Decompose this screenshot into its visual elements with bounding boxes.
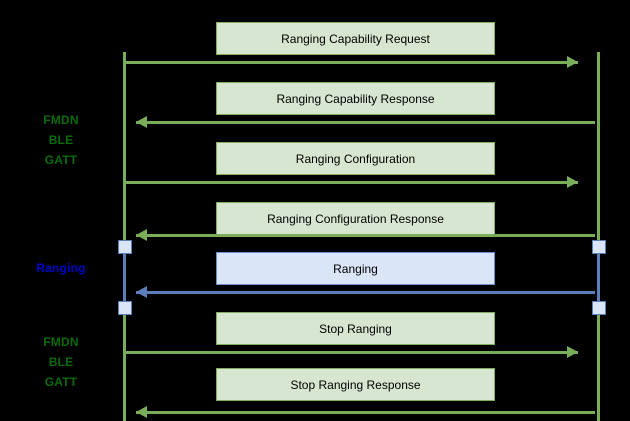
right-lifeline (597, 52, 600, 421)
message-label-ranging-capability-response: Ranging Capability Response (276, 91, 435, 106)
message-box-ranging-configuration: Ranging Configuration (216, 142, 495, 175)
right-activation-bar (597, 240, 600, 315)
arrow-line-stop-ranging (125, 351, 578, 354)
arrow-line-ranging-capability-request (125, 61, 578, 64)
left-lifeline (123, 52, 126, 421)
arrow-head-stop-ranging (567, 346, 578, 358)
arrow-line-ranging-configuration-response (136, 234, 595, 237)
message-box-ranging-capability-response: Ranging Capability Response (216, 82, 495, 115)
phase-fmdn-ble-gatt-top: FMDN BLE GATT (43, 113, 79, 167)
arrow-line-ranging-configuration (125, 181, 578, 184)
left-activation-bar (123, 240, 126, 315)
message-label-ranging-configuration-response: Ranging Configuration Response (267, 211, 444, 226)
arrow-head-stop-ranging-response (136, 406, 147, 418)
arrow-head-ranging-configuration (567, 176, 578, 188)
right-activation-node-start (592, 240, 606, 254)
message-box-ranging-capability-request: Ranging Capability Request (216, 22, 495, 55)
arrow-head-ranging-capability-response (136, 116, 147, 128)
message-label-ranging: Ranging (333, 261, 378, 276)
arrow-line-ranging-capability-response (136, 121, 595, 124)
message-label-stop-ranging: Stop Ranging (319, 321, 392, 336)
left-activation-node-start (118, 240, 132, 254)
message-label-ranging-configuration: Ranging Configuration (295, 151, 416, 166)
right-activation-node-end (592, 301, 606, 315)
phase-fmdn-ble-gatt-bottom: FMDN BLE GATT (43, 335, 79, 389)
arrow-head-ranging-configuration-response (136, 229, 147, 241)
message-box-stop-ranging-response: Stop Ranging Response (216, 368, 495, 401)
message-label-stop-ranging-response: Stop Ranging Response (290, 377, 421, 392)
phase-ranging: Ranging (36, 261, 86, 275)
left-activation-node-end (118, 301, 132, 315)
arrow-line-ranging (136, 291, 595, 294)
message-box-ranging: Ranging (216, 252, 495, 285)
arrow-line-stop-ranging-response (136, 411, 595, 414)
message-box-stop-ranging: Stop Ranging (216, 312, 495, 345)
message-box-ranging-configuration-response: Ranging Configuration Response (216, 202, 495, 235)
message-label-ranging-capability-request: Ranging Capability Request (281, 31, 430, 46)
arrow-head-ranging-capability-request (567, 56, 578, 68)
arrow-head-ranging (136, 286, 147, 298)
